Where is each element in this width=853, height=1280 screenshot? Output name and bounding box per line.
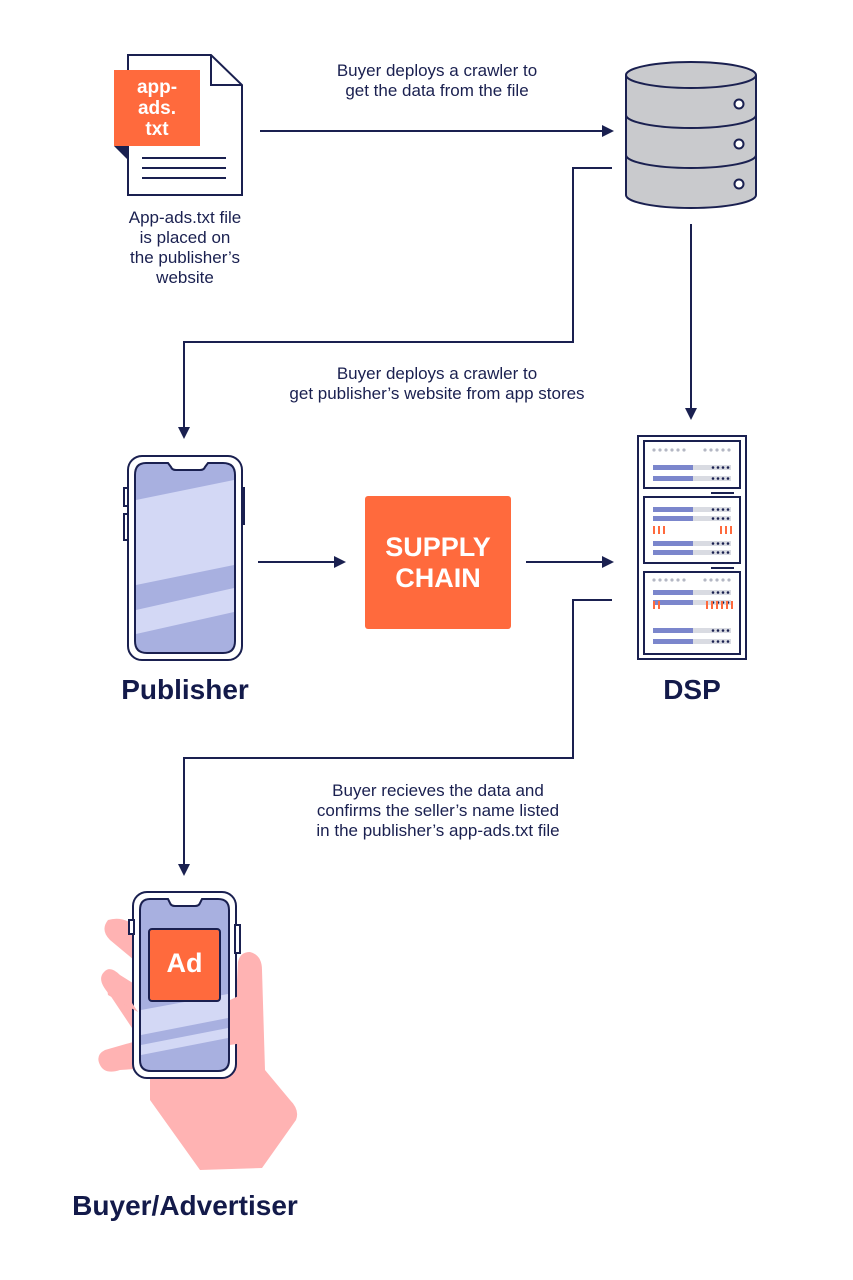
file-caption-line: is placed on (139, 228, 231, 247)
server-led-dot (716, 517, 720, 520)
arrow-dsp-to-buyer (178, 599, 612, 876)
server-led-dot (711, 551, 715, 554)
arrow-database-to-publisher (178, 167, 612, 439)
server-led-dot (726, 466, 730, 469)
step3-caption-line: in the publisher’s app-ads.txt file (316, 821, 560, 840)
supply-chain-label: SUPPLY CHAIN (365, 532, 511, 594)
server-led-dot (726, 591, 730, 594)
buyer-hand-phone-icon (98, 891, 298, 1170)
dsp-server-icon (637, 435, 747, 660)
server-led-dot (716, 466, 720, 469)
server-led-dot (721, 591, 725, 594)
server-led-dot (726, 477, 730, 480)
server-led-dot (711, 591, 715, 594)
server-drive-bar (653, 628, 693, 633)
server-led-dot (716, 542, 720, 545)
server-led-dot (716, 551, 720, 554)
server-led-dot (721, 551, 725, 554)
server-drive-bar (653, 516, 693, 521)
server-led-dot (721, 508, 725, 511)
server-led-dot (716, 629, 720, 632)
database-icon (625, 61, 757, 209)
supply-chain-label-line: SUPPLY (385, 532, 491, 562)
file-document-icon (114, 54, 243, 196)
supply-chain-label-line: CHAIN (395, 563, 481, 593)
file-icon-label-line: app- (136, 77, 178, 98)
server-led-dot (716, 477, 720, 480)
server-led-dot (721, 640, 725, 643)
step1-caption-line: get the data from the file (345, 81, 529, 100)
dsp-label: DSP (663, 674, 721, 705)
buyer-advertiser-label: Buyer/Advertiser (72, 1190, 298, 1221)
server-led-dot (721, 466, 725, 469)
server-led-dot (711, 629, 715, 632)
server-led-dot (721, 517, 725, 520)
server-led-dot (726, 629, 730, 632)
file-icon-label-line: txt (145, 119, 169, 140)
file-caption-line: website (156, 268, 214, 287)
server-led-dot (716, 640, 720, 643)
server-drive-bar (653, 600, 693, 605)
ad-label: Ad (166, 948, 203, 978)
file-caption-line: the publisher’s (130, 248, 240, 267)
file-caption: App-ads.txt file is placed on the publis… (85, 208, 285, 288)
publisher-label: Publisher (121, 674, 249, 705)
step1-caption-line: Buyer deploys a crawler to (336, 61, 538, 80)
server-led-dot (726, 542, 730, 545)
server-led-dot (711, 640, 715, 643)
server-drive-bar (653, 476, 693, 481)
step2-caption-line: Buyer deploys a crawler to (336, 364, 538, 383)
publisher-phone-icon (123, 455, 245, 661)
server-led-dot (711, 477, 715, 480)
server-led-dot (726, 517, 730, 520)
server-led-dot (711, 466, 715, 469)
server-led-dot (726, 551, 730, 554)
server-led-dot (721, 629, 725, 632)
server-led-dot (726, 508, 730, 511)
server-drive-bar (653, 541, 693, 546)
server-led-dot (711, 517, 715, 520)
server-drive-bar (653, 507, 693, 512)
file-icon-label: app- ads. txt (114, 77, 200, 140)
server-drive-bar (653, 639, 693, 644)
server-drive-bar (653, 590, 693, 595)
supply-chain-box (365, 496, 511, 629)
server-led-dot (716, 508, 720, 511)
file-icon-label-line: ads. (137, 98, 177, 119)
step3-caption-line: Buyer recieves the data and (332, 781, 544, 800)
server-led-dot (721, 542, 725, 545)
step3-caption-line: confirms the seller’s name listed (316, 801, 560, 820)
server-led-dot (711, 542, 715, 545)
server-led-dot (711, 508, 715, 511)
step3-caption: Buyer recieves the data and confirms the… (268, 781, 608, 841)
server-drive-bar (653, 465, 693, 470)
server-led-dot (716, 591, 720, 594)
file-caption-line: App-ads.txt file (128, 208, 242, 227)
server-led-dot (726, 640, 730, 643)
step2-caption-line: get publisher’s website from app stores (289, 384, 585, 403)
server-led-dot (721, 477, 725, 480)
server-drive-bar (653, 550, 693, 555)
step2-caption: Buyer deploys a crawler to get publisher… (237, 364, 637, 404)
step1-caption: Buyer deploys a crawler to get the data … (287, 61, 587, 101)
